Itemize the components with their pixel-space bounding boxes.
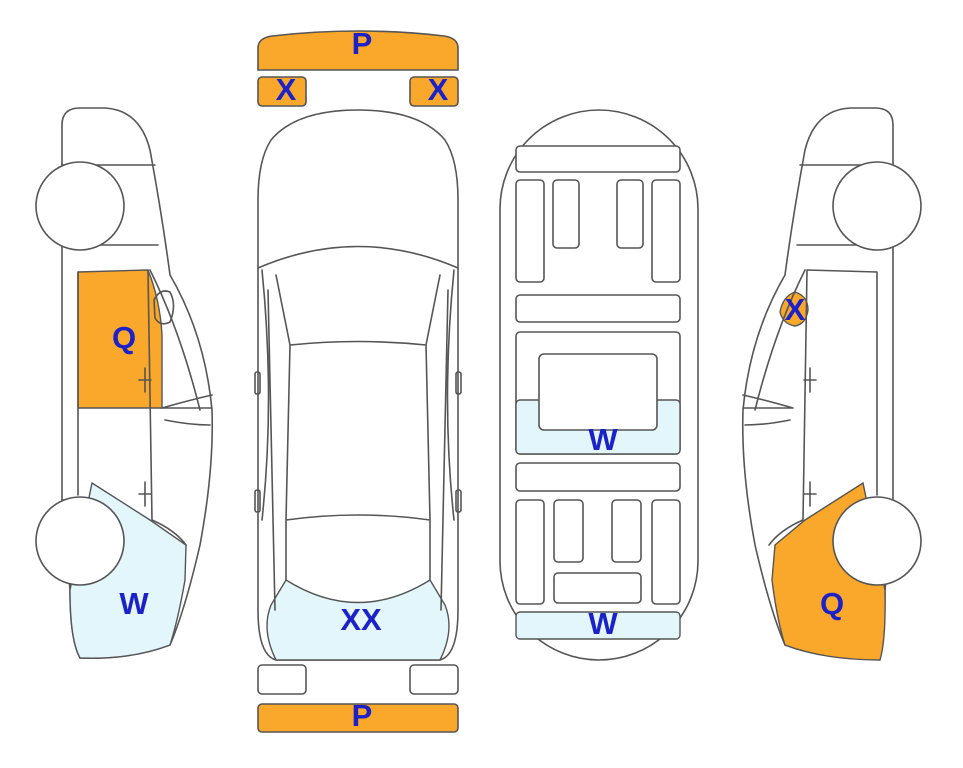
top-left-mirror[interactable]: [254, 371, 261, 395]
underbody-front-right-rail[interactable]: [651, 179, 681, 283]
underbody-front-right-inner[interactable]: [616, 179, 644, 249]
left-mirror[interactable]: [153, 290, 175, 325]
left-side-view: Q W: [35, 107, 214, 660]
left-front-wheel[interactable]: [35, 161, 125, 251]
underbody-outline: [499, 109, 699, 661]
underbody-rear-right-rail[interactable]: [651, 499, 681, 605]
right-front-pillar-label: X: [785, 292, 806, 327]
right-front-door-handle[interactable]: [803, 367, 817, 393]
top-right-rear-handle[interactable]: [455, 489, 462, 513]
top-view-lines: [257, 245, 459, 611]
top-rear-panel[interactable]: [266, 579, 450, 661]
front-bumper-group: P X X: [257, 26, 459, 107]
right-rear-door-handle[interactable]: [803, 481, 817, 507]
left-front-door-handle[interactable]: [138, 367, 152, 393]
right-rear-quarter-label: Q: [820, 586, 844, 621]
underbody-front-bar[interactable]: [515, 145, 681, 173]
underbody-front-left-rail[interactable]: [515, 179, 545, 283]
left-front-door-label: Q: [112, 320, 136, 355]
front-bumper-panel[interactable]: [257, 30, 459, 71]
front-left-light-panel[interactable]: [257, 76, 307, 107]
underbody-middle-label: W: [588, 422, 618, 457]
left-rear-wheel[interactable]: [35, 496, 125, 586]
front-right-light-label: X: [428, 72, 449, 107]
underbody-rear-crossmember[interactable]: [515, 462, 681, 492]
front-left-light-label: X: [276, 72, 297, 107]
underbody-rear-left-rail[interactable]: [515, 499, 545, 605]
top-rear-label: XX: [340, 602, 382, 637]
underbody-rear-right-inner[interactable]: [611, 499, 642, 563]
rear-bumper-group: P: [257, 664, 459, 733]
front-right-light-panel[interactable]: [409, 76, 459, 107]
top-view-body: [257, 109, 459, 661]
underbody-view: W W: [499, 109, 699, 661]
underbody-center-tunnel[interactable]: [538, 353, 658, 431]
front-bumper-label: P: [352, 26, 373, 61]
underbody-crossmember[interactable]: [515, 294, 681, 323]
rear-right-light-panel[interactable]: [409, 664, 459, 695]
underbody-front-left-inner[interactable]: [552, 179, 580, 249]
top-right-mirror[interactable]: [455, 371, 462, 395]
rear-bumper-label: P: [352, 698, 373, 733]
right-side-view: X Q: [741, 107, 922, 661]
rear-left-light-panel[interactable]: [257, 664, 307, 695]
right-front-wheel[interactable]: [832, 161, 922, 251]
underbody-rear-center[interactable]: [553, 572, 642, 604]
left-rear-door-handle[interactable]: [138, 481, 152, 507]
underbody-rear-label: W: [588, 606, 618, 641]
left-rear-quarter-label: W: [119, 586, 149, 621]
left-front-door-panel[interactable]: [77, 269, 163, 409]
rear-bumper-panel[interactable]: [257, 703, 459, 733]
top-view: XX: [254, 109, 462, 661]
right-front-pillar-panel[interactable]: [779, 291, 809, 327]
top-left-rear-handle[interactable]: [254, 489, 261, 513]
right-rear-wheel[interactable]: [832, 496, 922, 586]
underbody-rear-panel[interactable]: [515, 611, 681, 640]
underbody-rear-left-inner[interactable]: [553, 499, 584, 563]
